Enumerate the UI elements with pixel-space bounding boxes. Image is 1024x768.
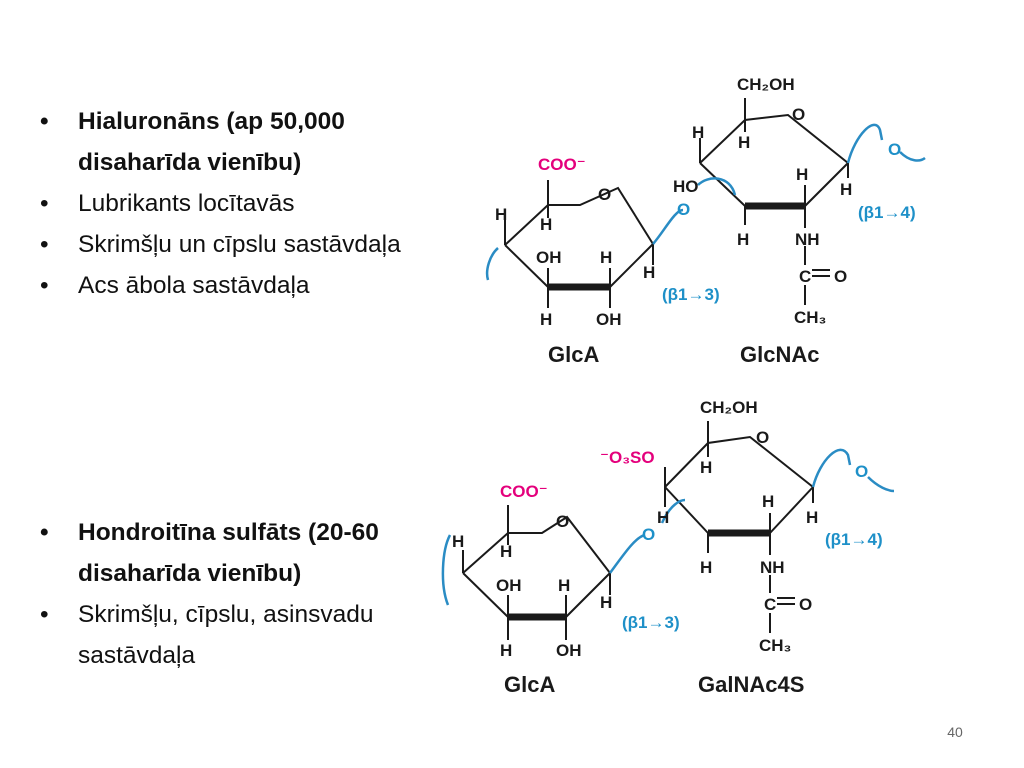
bullet-joint-lubricant: Lubrikants locītavās [40, 183, 420, 224]
hydrogen-label: H [558, 576, 570, 595]
hydrogen-label: H [500, 542, 512, 561]
carbonyl-oxygen-label: O [834, 267, 847, 286]
hydrogen-label: H [692, 123, 704, 142]
amide-nh-label: NH [760, 558, 785, 577]
hydroxymethyl-label: CH₂OH [737, 75, 795, 94]
glycosidic-oxygen-label: O [888, 140, 901, 159]
hyaluronan-structure-diagram: COO⁻ O H H OH H H H OH O (β1→3) CH₂OH O … [485, 75, 926, 367]
beta-1-4-bond-label: (β1→4) [858, 203, 916, 222]
beta-1-4-bond-label: (β1→4) [825, 530, 883, 549]
hydrogen-label: H [796, 165, 808, 184]
carboxylate-label: COO⁻ [538, 155, 586, 174]
beta-1-3-bond-label: (β1→3) [622, 613, 680, 632]
glcnac-unit-name: GlcNAc [740, 342, 819, 367]
hydrogen-label: H [700, 558, 712, 577]
ring-oxygen-label: O [792, 105, 805, 124]
methyl-label: CH₃ [759, 636, 791, 655]
bullet-cartilage-component: Skrimšļu un cīpslu sastāvdaļa [40, 224, 420, 265]
glca-unit-name: GlcA [548, 342, 599, 367]
hydrogen-label: H [737, 230, 749, 249]
ring-oxygen-label: O [556, 512, 569, 531]
hydroxymethyl-label: CH₂OH [700, 398, 758, 417]
carbonyl-oxygen-label: O [799, 595, 812, 614]
hydrogen-label: H [643, 263, 655, 282]
galnac4s-unit-name: GalNAc4S [698, 672, 804, 697]
hydrogen-label: H [540, 310, 552, 329]
bullet-chondroitin-title: Hondroitīna sulfāts (20-60 disaharīda vi… [40, 512, 420, 594]
methyl-label: CH₃ [794, 308, 826, 327]
bullet-eyeball-component: Acs ābola sastāvdaļa [40, 265, 420, 306]
hydrogen-label: H [495, 205, 507, 224]
glycosidic-oxygen-label: O [677, 200, 690, 219]
glca-unit-name: GlcA [504, 672, 555, 697]
bullet-list-chondroitin: Hondroitīna sulfāts (20-60 disaharīda vi… [40, 512, 420, 676]
bullet-list-hyaluronan: Hialuronāns (ap 50,000 disaharīda vienīb… [40, 101, 420, 306]
ring-oxygen-label: O [598, 185, 611, 204]
hydroxyl-label: OH [496, 576, 522, 595]
hydroxyl-label: OH [596, 310, 622, 329]
hydroxyl-label: OH [556, 641, 582, 660]
glycosidic-oxygen-label: O [642, 525, 655, 544]
beta-1-3-bond-label: (β1→3) [662, 285, 720, 304]
hydroxyl-label: HO [673, 177, 699, 196]
chondroitin-sulfate-structure-diagram: COO⁻ O H H OH H H H OH O (β1→3) CH₂OH O … [441, 398, 895, 697]
bullet-chondroitin-location: Skrimšļu, cīpslu, asinsvadu sastāvdaļa [40, 594, 420, 676]
hydrogen-label: H [500, 641, 512, 660]
hydroxyl-label: OH [536, 248, 562, 267]
hydrogen-label: H [738, 133, 750, 152]
ring-oxygen-label: O [756, 428, 769, 447]
hydrogen-label: H [600, 248, 612, 267]
hydrogen-label: H [840, 180, 852, 199]
hydrogen-label: H [762, 492, 774, 511]
glycosidic-oxygen-label: O [855, 462, 868, 481]
hydrogen-label: H [806, 508, 818, 527]
amide-nh-label: NH [795, 230, 820, 249]
bullet-hyaluronan-title: Hialuronāns (ap 50,000 disaharīda vienīb… [40, 101, 420, 183]
page-number: 40 [947, 724, 963, 740]
carbonyl-carbon-label: C [764, 595, 776, 614]
hydrogen-label: H [540, 215, 552, 234]
hydrogen-label: H [600, 593, 612, 612]
sulfate-label: ⁻O₃SO [600, 448, 655, 467]
carboxylate-label: COO⁻ [500, 482, 548, 501]
hydrogen-label: H [700, 458, 712, 477]
hydrogen-label: H [657, 508, 669, 527]
carbonyl-carbon-label: C [799, 267, 811, 286]
hydrogen-label: H [452, 532, 464, 551]
